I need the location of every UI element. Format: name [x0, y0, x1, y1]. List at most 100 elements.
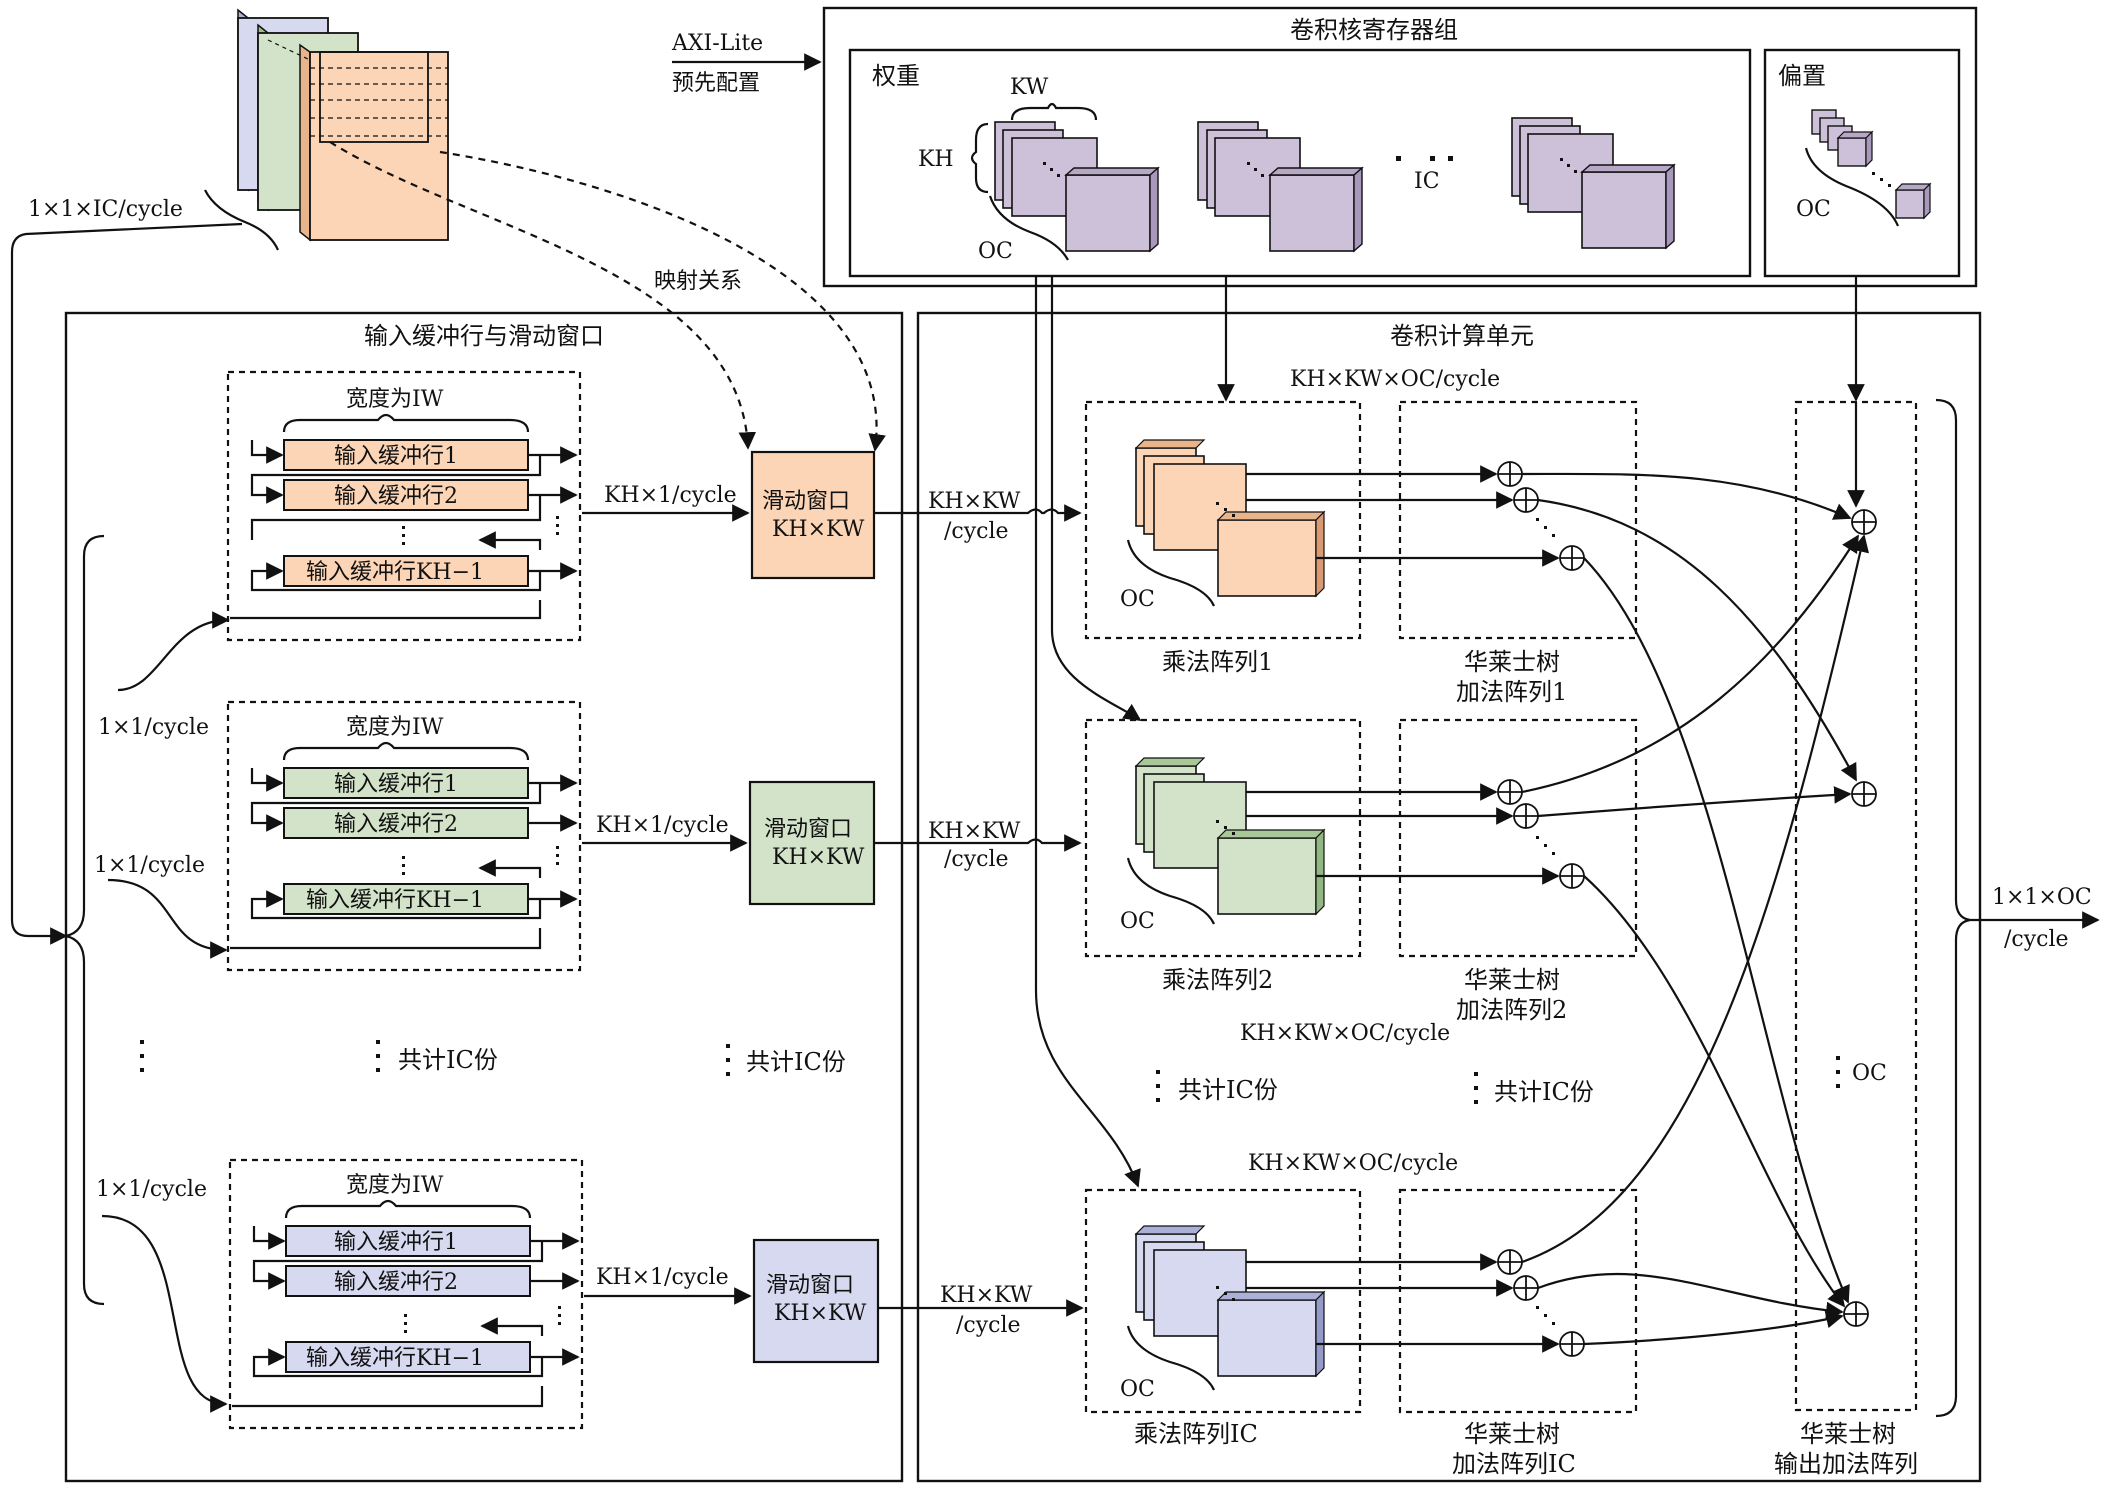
weight-rate-label-3: KH×KW×OC/cycle	[1248, 1151, 1458, 1176]
kw-brace	[1010, 102, 1098, 121]
ellipsis-dots-weights	[1396, 156, 1453, 161]
treeic-to-out1	[1521, 534, 1870, 1264]
ic-copies-label-windows: 共计IC份	[746, 1048, 846, 1076]
adder-tree-1-line2: 加法阵列1	[1456, 678, 1567, 706]
output-brace	[1935, 398, 1971, 1418]
window1-rate-a: KH×KW	[928, 489, 1021, 514]
mapping-dashed-curve-1	[329, 141, 757, 450]
preconfig-label: 预先配置	[672, 71, 760, 96]
input-feed-line	[10, 222, 243, 945]
window2-rate-b: /cycle	[944, 847, 1009, 872]
first-input-rate: 1×1/cycle	[98, 715, 209, 740]
window3-rate-b: /cycle	[956, 1313, 1021, 1338]
window2-rate-a: KH×KW	[928, 819, 1021, 844]
mult-array-1-label: 乘法阵列1	[1162, 648, 1273, 676]
window2-to-mult-arrow	[874, 834, 1082, 852]
output-rate-a: 1×1×OC	[1992, 885, 2092, 910]
adder-tree-2-line2: 加法阵列2	[1456, 996, 1567, 1024]
input-buffer-section-box	[64, 311, 904, 1483]
weights-label: 权重	[872, 62, 920, 90]
bias-label: 偏置	[1778, 62, 1826, 90]
tree2-to-out2	[1537, 786, 1852, 818]
width-label-2: 宽度为IW	[346, 715, 444, 740]
adder-tree-1-sums	[1497, 461, 1585, 571]
buffer-row-2-1: 输入缓冲行1	[334, 772, 458, 797]
oc-brace	[988, 195, 1069, 261]
sliding-window-3-title: 滑动窗口	[766, 1273, 854, 1298]
buffer-row-3-2: 输入缓冲行2	[334, 1270, 458, 1295]
ic-copies-label-buffers: 共计IC份	[398, 1046, 498, 1074]
input-group-1: 宽度为IW 输入缓冲行1 输入缓冲行2 输入缓冲行KH−1	[226, 370, 582, 642]
mapping-label: 映射关系	[654, 269, 742, 294]
ic-copies-label-tree: 共计IC份	[1494, 1078, 1594, 1106]
third-input-rate: 1×1/cycle	[96, 1177, 207, 1202]
adder-tree-ic-sums	[1497, 1249, 1585, 1357]
tree2-to-out3	[1583, 875, 1846, 1308]
ic-label-weights: IC	[1414, 169, 1440, 194]
buffer-row-2-3: 输入缓冲行KH−1	[306, 888, 484, 913]
feed-curve-2	[107, 878, 228, 959]
second-input-rate: 1×1/cycle	[94, 853, 205, 878]
adder-tree-2-sums	[1497, 779, 1585, 889]
sliding-window-1-size: KH×KW	[772, 517, 865, 542]
mult-ic-oc-label: OC	[1120, 1377, 1155, 1402]
buffer-row-3-1: 输入缓冲行1	[334, 1230, 458, 1255]
mult-array-ic-cubes	[1134, 1225, 1326, 1378]
sliding-window-3	[752, 1238, 880, 1364]
mult-array-1-cubes	[1134, 439, 1326, 598]
adder-tree-2-line1: 华莱士树	[1464, 966, 1560, 994]
mult-1-oc-brace	[1126, 539, 1216, 607]
weight-feed-line-3	[1034, 276, 1141, 1188]
window3-rate-a: KH×KW	[940, 1283, 1033, 1308]
output-oc-dots	[1836, 1056, 1840, 1088]
adder-tree-ic-line1: 华莱士树	[1464, 1420, 1560, 1448]
window1-to-mult-arrow	[874, 504, 1082, 522]
adder-tree-ic-box	[1398, 1188, 1638, 1414]
mult-1-oc-label: OC	[1120, 587, 1155, 612]
output-adder-line2: 输出加法阵列	[1774, 1450, 1918, 1478]
oc-label-weights: OC	[978, 239, 1013, 264]
output-adder-sums	[1843, 509, 1877, 1327]
ic-copies-label-mult: 共计IC份	[1178, 1076, 1278, 1104]
sliding-window-2-size: KH×KW	[772, 845, 865, 870]
input-group-3: 宽度为IW 输入缓冲行1 输入缓冲行2 输入缓冲行KH−1	[228, 1158, 584, 1430]
output-rate-b: /cycle	[2004, 927, 2069, 952]
output-oc-label: OC	[1852, 1061, 1887, 1086]
adder-tree-2-box	[1398, 718, 1638, 958]
treeic-to-out3	[1583, 1310, 1844, 1346]
adder-tree-1-box	[1398, 400, 1638, 640]
bias-oc-brace	[1804, 147, 1900, 227]
weight-rate-label-1: KH×KW×OC/cycle	[1290, 367, 1500, 392]
width-label-3: 宽度为IW	[346, 1173, 444, 1198]
input-buffer-section-title: 输入缓冲行与滑动窗口	[364, 322, 604, 350]
output-adder-array-box	[1794, 400, 1918, 1412]
group3-out-rate: KH×1/cycle	[596, 1265, 729, 1290]
bias-box	[1763, 48, 1961, 278]
weight-kernel-stack-1	[994, 121, 1160, 253]
treeic-to-out2	[1537, 1272, 1844, 1320]
group1-out-rate: KH×1/cycle	[604, 483, 737, 508]
kh-brace	[970, 122, 989, 194]
input-feature-map-stack	[204, 8, 449, 251]
buffer-row-3-3: 输入缓冲行KH−1	[306, 1346, 484, 1371]
width-label-1: 宽度为IW	[346, 387, 444, 412]
tree1-to-out2	[1537, 498, 1857, 782]
mult-array-2-label: 乘法阵列2	[1162, 966, 1273, 994]
mult-array-2-box	[1084, 718, 1362, 958]
buffer-row-1-3: 输入缓冲行KH−1	[306, 560, 484, 585]
mapping-dashed-curve-2	[439, 150, 886, 452]
sliding-window-1-title: 滑动窗口	[762, 489, 850, 514]
sliding-window-2	[748, 780, 876, 906]
output-adder-line1: 华莱士树	[1800, 1420, 1896, 1448]
buffer-row-1-1: 输入缓冲行1	[334, 444, 458, 469]
input-rate-label: 1×1×IC/cycle	[28, 197, 183, 222]
mult-2-oc-brace	[1126, 857, 1216, 925]
mult-2-oc-label: OC	[1120, 909, 1155, 934]
weight-stack-dots	[1043, 158, 1577, 177]
sliding-window-3-size: KH×KW	[774, 1301, 867, 1326]
bias-cube-stack	[1811, 109, 1932, 220]
kw-label: KW	[1010, 75, 1049, 100]
weight-rate-label-2: KH×KW×OC/cycle	[1240, 1021, 1450, 1046]
compute-ic-dots	[1156, 1070, 1478, 1104]
